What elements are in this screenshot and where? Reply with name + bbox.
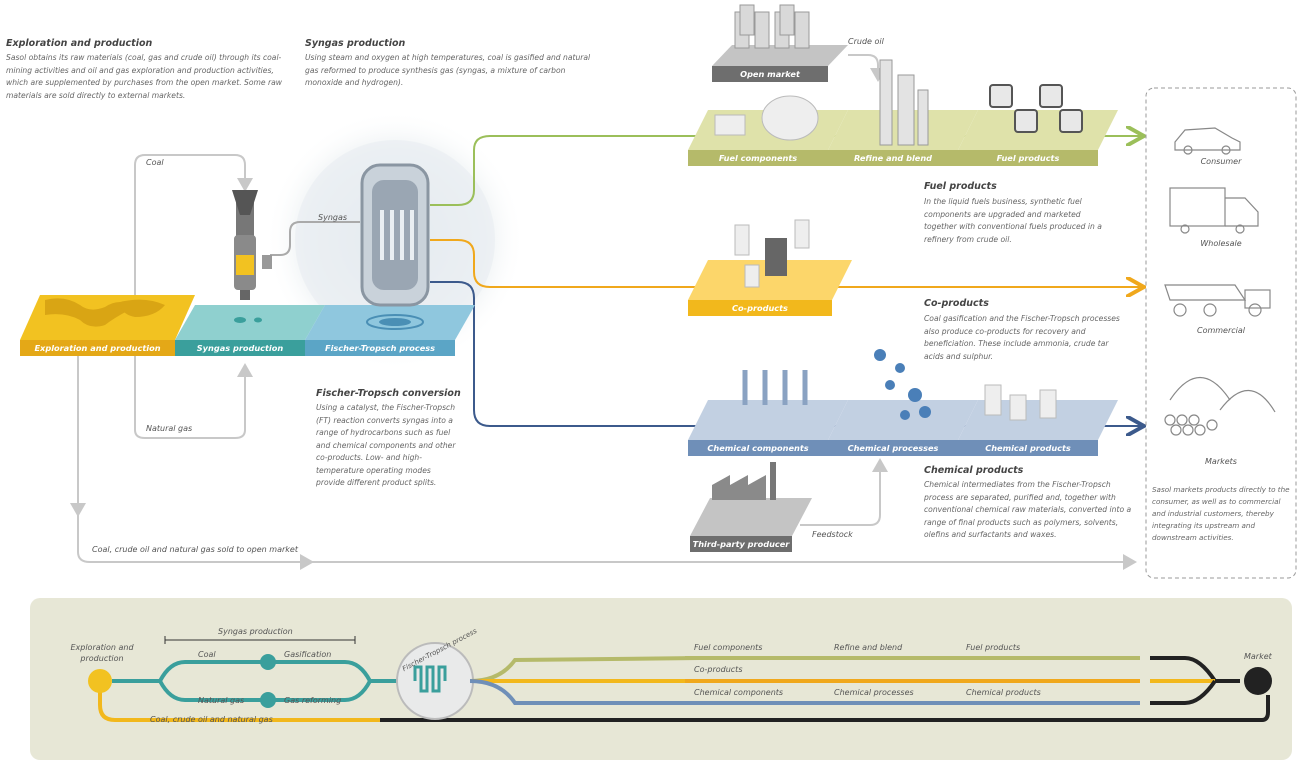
- car-icon: [1174, 127, 1241, 155]
- legend-market: Market: [1244, 652, 1272, 661]
- exploration-title: Exploration and production: [6, 38, 153, 49]
- fuel-flow-line: [430, 136, 1140, 206]
- chemical-platforms: [688, 349, 1118, 456]
- legend-diagram: [88, 636, 1272, 722]
- coproducts-flow-line: [430, 239, 1140, 287]
- coproducts-title: Co-products: [924, 298, 989, 309]
- fischer-body: Using a catalyst, the Fischer-Tropsch (F…: [316, 403, 456, 487]
- fuel-platforms: [688, 59, 1118, 166]
- market-wholesale: Wholesale: [1200, 239, 1242, 248]
- legend-natural-gas: Natural gas: [198, 696, 245, 705]
- legend-chem-components: Chemical components: [694, 688, 784, 697]
- legend-refine: Refine and blend: [834, 643, 903, 652]
- chemical-body: Chemical intermediates from the Fischer-…: [924, 480, 1132, 539]
- chemical-flow-line: [430, 281, 1140, 426]
- fuel-title: Fuel products: [924, 181, 997, 192]
- natural-gas-label: Natural gas: [146, 424, 193, 433]
- coproducts-platform: [688, 219, 852, 316]
- market-consumer: Consumer: [1200, 157, 1242, 166]
- legend-fuel-products: Fuel products: [966, 643, 1021, 652]
- sold-open-market-label: Coal, crude oil and natural gas sold to …: [92, 545, 298, 554]
- coproducts-body: Coal gasification and the Fischer-Tropsc…: [924, 314, 1120, 361]
- feedstock-label: Feedstock: [812, 530, 853, 539]
- natural-gas-flow-line: [134, 350, 253, 439]
- truck-icon: [1169, 187, 1259, 234]
- legend-sold: Coal, crude oil and natural gas: [150, 715, 273, 724]
- fischer-title: Fischer-Tropsch conversion: [316, 388, 461, 399]
- sold-open-market-line: [77, 350, 1137, 570]
- chemical-title: Chemical products: [924, 465, 1024, 476]
- legend-chem-processes: Chemical processes: [834, 688, 914, 697]
- legend-coal: Coal: [198, 650, 216, 659]
- feedstock-line: [800, 458, 888, 526]
- legend-fuel-components: Fuel components: [694, 643, 763, 652]
- warehouse-icon: [1164, 376, 1276, 436]
- fischer-platform: [305, 163, 475, 356]
- coal-label: Coal: [146, 158, 164, 167]
- legend-exploration: Exploration and production: [70, 643, 134, 663]
- open-market-platform: [712, 4, 848, 82]
- crude-oil-line: [848, 54, 886, 82]
- platform-syngas: Syngas production: [196, 343, 284, 353]
- markets-box: [1145, 87, 1297, 579]
- platform-chem-processes: Chemical processes: [847, 443, 939, 453]
- platform-fuel-products: Fuel products: [996, 153, 1060, 163]
- platform-fuel-components: Fuel components: [718, 153, 798, 163]
- exploration-platform: [20, 295, 195, 356]
- platform-chem-components: Chemical components: [707, 443, 809, 453]
- syngas-body: Using steam and oxygen at high temperatu…: [305, 53, 591, 87]
- platform-open-market: Open market: [740, 69, 800, 79]
- platform-third-party: Third-party producer: [692, 539, 790, 549]
- platform-refine: Refine and blend: [853, 153, 933, 163]
- markets-note: Sasol markets products directly to the c…: [1152, 485, 1290, 542]
- crude-oil-label: Crude oil: [848, 37, 884, 46]
- platform-exploration: Exploration and production: [34, 343, 161, 353]
- platform-fischer: Fischer-Tropsch process: [324, 343, 436, 353]
- legend-gas-reforming: Gas reforming: [284, 696, 342, 705]
- syngas-title: Syngas production: [305, 38, 406, 49]
- legend-coproducts: Co-products: [694, 665, 743, 674]
- platform-coproducts: Co-products: [732, 303, 788, 313]
- syngas-flow-line: [270, 221, 360, 256]
- syngas-platform: [175, 190, 325, 356]
- third-party-platform: [690, 462, 812, 552]
- exploration-body: Sasol obtains its raw materials (coal, g…: [6, 53, 282, 100]
- legend-chem-products: Chemical products: [966, 688, 1041, 697]
- dump-truck-icon: [1164, 284, 1271, 317]
- legend-syngas-production: Syngas production: [218, 627, 293, 636]
- platform-chem-products: Chemical products: [985, 443, 1071, 453]
- legend-gasification: Gasification: [284, 650, 332, 659]
- market-markets: Markets: [1205, 457, 1237, 466]
- coal-flow-line: [134, 154, 253, 315]
- syngas-label: Syngas: [318, 213, 348, 222]
- fuel-body: In the liquid fuels business, synthetic …: [924, 197, 1102, 244]
- market-commercial: Commercial: [1196, 326, 1246, 335]
